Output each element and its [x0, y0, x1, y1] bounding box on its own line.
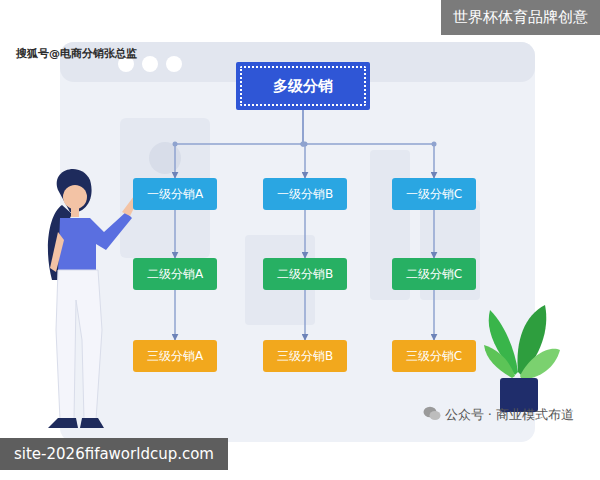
- label-text: site-2026fifaworldcup.com: [14, 445, 214, 463]
- source-watermark: 搜狐号@电商分销张总监: [16, 46, 137, 61]
- connector-arrow: [304, 210, 306, 258]
- connector-arrow: [433, 210, 435, 258]
- box-label: 三级分销B: [277, 348, 333, 365]
- box-label: 三级分销C: [406, 348, 462, 365]
- placeholder-avatar: [149, 142, 181, 174]
- level1-box: 一级分销B: [263, 178, 347, 210]
- connector-arrow: [175, 110, 303, 178]
- box-label: 一级分销A: [147, 186, 203, 203]
- connector-arrow: [304, 290, 306, 340]
- box-label: 多级分销: [273, 77, 333, 96]
- level3-box: 三级分销C: [392, 340, 476, 372]
- box-label: 三级分销A: [147, 348, 203, 365]
- connector-arrow: [433, 290, 435, 340]
- connector-arrow: [174, 210, 176, 258]
- level1-box: 一级分销A: [133, 178, 217, 210]
- box-label: 二级分销A: [147, 266, 203, 283]
- window-dot: [142, 56, 158, 72]
- banner-watermark: 世界杯体育品牌创意: [441, 0, 600, 35]
- level2-box: 二级分销A: [133, 258, 217, 290]
- junction-dot: [301, 142, 306, 147]
- level3-box: 三级分销B: [263, 340, 347, 372]
- connector-arrow: [174, 290, 176, 340]
- box-label: 二级分销C: [406, 266, 462, 283]
- level2-box: 二级分销C: [392, 258, 476, 290]
- site-watermark: site-2026fifaworldcup.com: [0, 438, 228, 470]
- wechat-icon: [423, 406, 441, 421]
- level3-box: 三级分销A: [133, 340, 217, 372]
- window-dot: [166, 56, 182, 72]
- box-label: 一级分销B: [277, 186, 333, 203]
- box-label: 二级分销B: [277, 266, 333, 283]
- junction-dot: [301, 142, 306, 147]
- woman-illustration: [48, 169, 138, 428]
- label-text: 搜狐号@电商分销张总监: [16, 47, 137, 60]
- window-frame: [60, 42, 535, 442]
- level1-box: 一级分销C: [392, 178, 476, 210]
- junction-dot: [173, 142, 178, 147]
- box-label: 一级分销C: [406, 186, 462, 203]
- account-watermark: 公众号 · 商业模式布道: [423, 406, 574, 424]
- root-box: 多级分销: [236, 62, 370, 110]
- junction-dot: [301, 142, 306, 147]
- connector-arrow: [303, 110, 434, 178]
- level2-box: 二级分销B: [263, 258, 347, 290]
- plant-illustration: [484, 305, 560, 412]
- label-text: 公众号 · 商业模式布道: [445, 407, 574, 422]
- junction-dot: [432, 142, 437, 147]
- label-text: 世界杯体育品牌创意: [453, 8, 588, 26]
